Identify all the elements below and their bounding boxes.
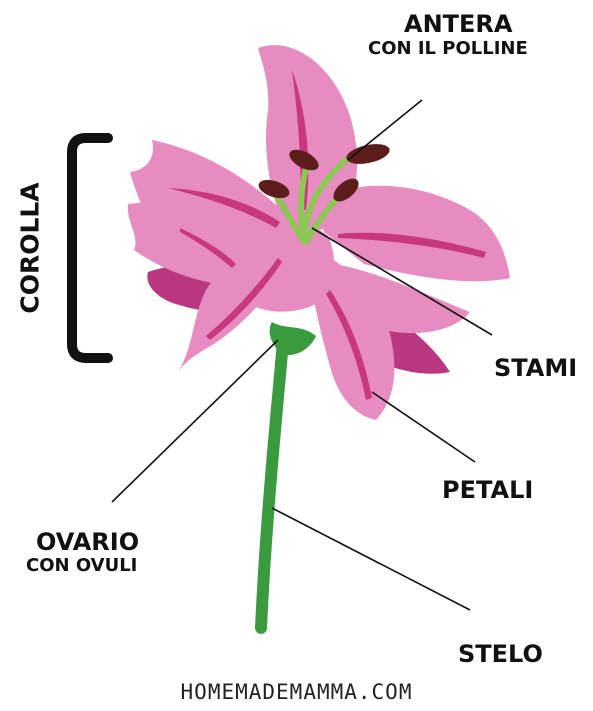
ovario-label: OVARIO [36, 530, 139, 554]
ovario-leader-line [112, 340, 278, 502]
antera-label: ANTERA [404, 12, 512, 36]
petali-leader-line [372, 392, 475, 462]
stem [261, 342, 283, 628]
corolla-label: COROLLA [18, 182, 43, 313]
stelo-leader-line [272, 508, 470, 610]
stami-label: STAMI [494, 356, 577, 380]
stelo-label: STELO [458, 642, 543, 666]
petali-label: PETALI [442, 478, 533, 502]
ovario-sublabel: CON OVULI [26, 557, 137, 575]
antera-sublabel: CON IL POLLINE [368, 40, 528, 58]
corolla-bracket [72, 138, 108, 358]
watermark: HOMEMADEMAMMA.COM [0, 680, 593, 704]
